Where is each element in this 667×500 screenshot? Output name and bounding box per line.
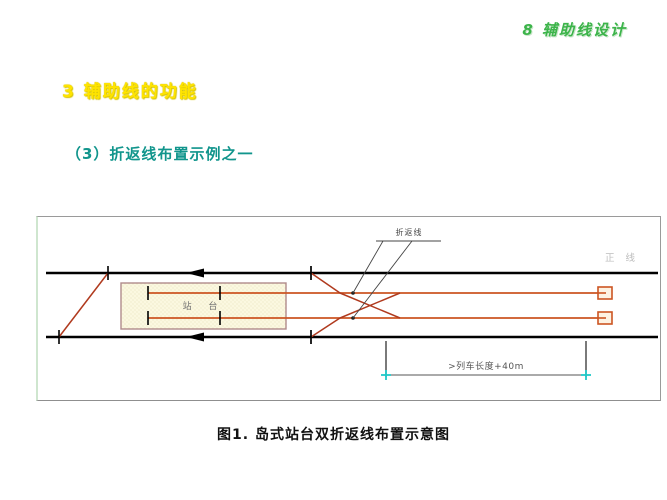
slide-header-title: 8 辅助线设计 (522, 21, 627, 39)
platform-label: 站 台 (183, 300, 225, 312)
diagram-frame: 站 台 (36, 216, 661, 401)
track-layout-diagram: 站 台 (46, 227, 658, 380)
turnback-leader-lines (351, 240, 441, 320)
mainline-label: 正 线 (605, 252, 639, 264)
dimension-line (381, 341, 591, 380)
scissors-crossover (310, 266, 401, 344)
turnback-line-label: 折返线 (396, 227, 423, 237)
turnback-siding-lower (147, 311, 598, 325)
dimension-label: >列车长度+40m (448, 360, 524, 372)
buffer-stop-lower-icon (597, 311, 613, 325)
figure-caption: 图1. 岛式站台双折返线布置示意图 (217, 427, 450, 443)
turnback-siding-upper (147, 286, 598, 300)
buffer-stop-upper-icon (597, 286, 613, 300)
crossover-left (58, 266, 109, 344)
direction-arrow-upper-icon (186, 268, 204, 278)
subsection-heading: （3）折返线布置示例之一 (66, 145, 254, 163)
section-heading: 3 辅助线的功能 (62, 82, 198, 102)
direction-arrow-lower-icon (186, 332, 204, 342)
